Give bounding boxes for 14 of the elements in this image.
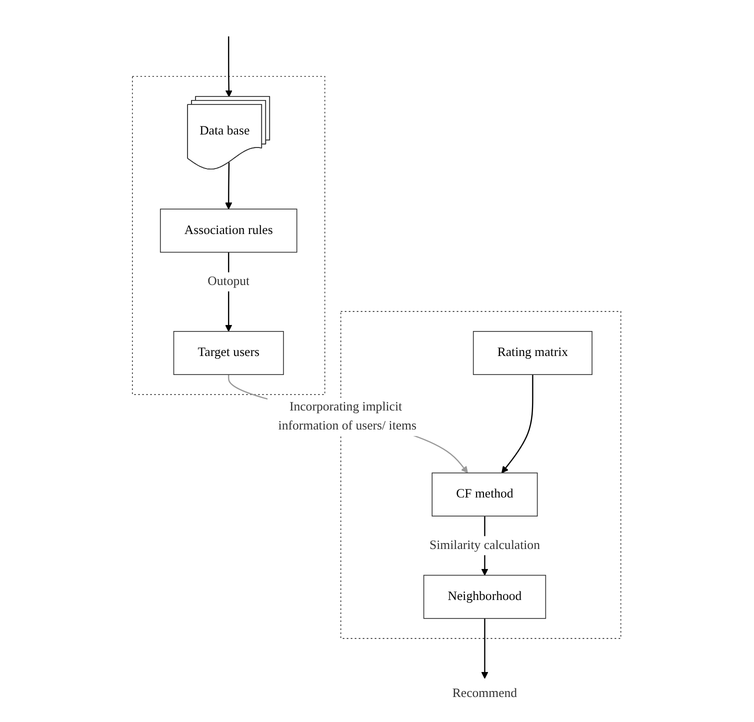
arrow [482,618,489,679]
edge-label: Outoput [208,274,250,288]
node-box: CF method [432,472,538,516]
arrow [502,374,534,474]
node-box: Rating matrix [473,331,593,375]
node-box: Neighborhood [424,574,546,619]
arrow [225,162,233,210]
cluster [132,76,326,395]
node-box: Target users [174,331,284,375]
node-text: Recommend [452,686,518,700]
node-box: Association rules [160,208,298,253]
edge-label: Similarity calculation [430,538,540,552]
edge-label: Incorporating implicit information of users/ items [278,400,417,433]
arrow [226,36,233,98]
